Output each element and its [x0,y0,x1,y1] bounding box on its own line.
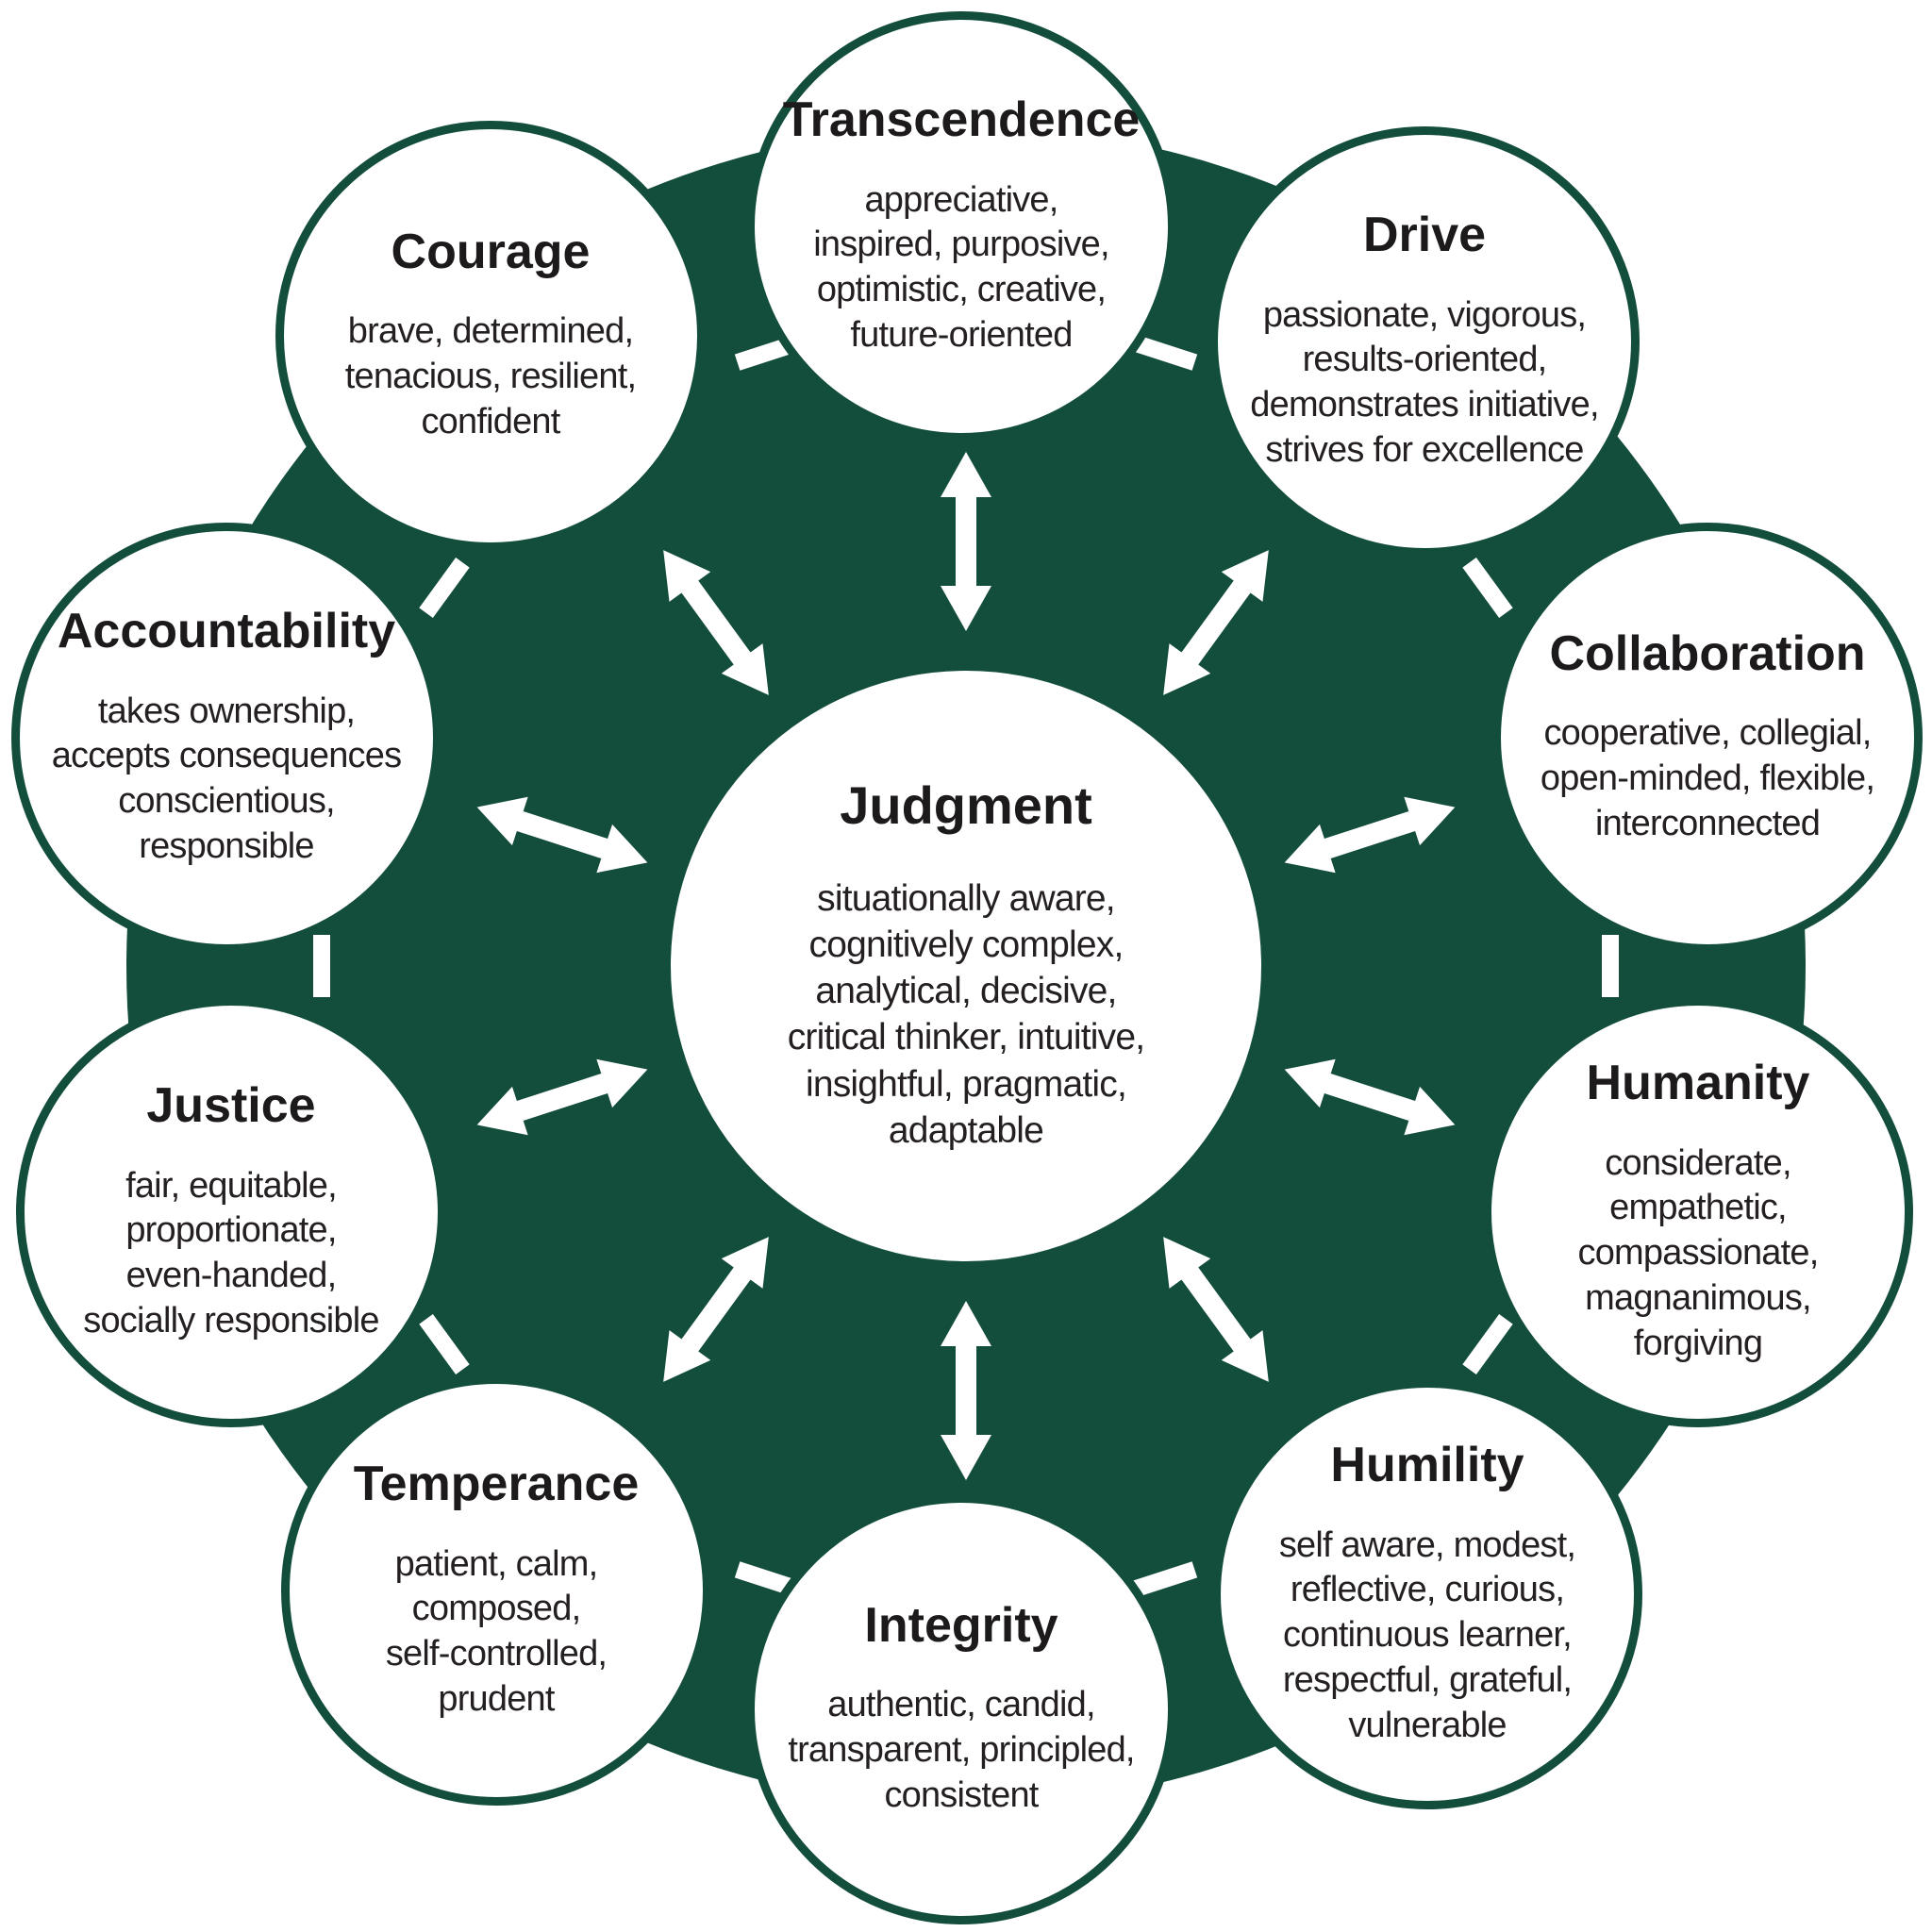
circle-humanity: Humanity considerate, empathetic, compas… [1483,997,1913,1427]
circle-traits: authentic, candid, transparent, principl… [788,1685,1135,1816]
tick-mark [419,558,470,618]
circle-title: Accountability [57,603,396,658]
double-arrow-icon [663,550,769,695]
circle-title: Judgment [840,775,1092,836]
tick-mark [419,1314,470,1374]
circle-title: Collaboration [1549,625,1866,681]
tick-mark [1462,1314,1513,1374]
circle-title: Humility [1330,1438,1524,1493]
circle-traits: appreciative, inspired, purposive, optim… [813,179,1109,356]
double-arrow-icon [663,1237,769,1382]
double-arrow-icon [941,1301,991,1480]
tick-mark [313,935,330,997]
circle-traits: passionate, vigorous, results-oriented, … [1250,294,1599,471]
circle-drive: Drive passionate, vigorous, results-orie… [1209,126,1640,557]
circle-traits: fair, equitable, proportionate, even-han… [83,1165,379,1341]
circle-traits: takes ownership, accepts consequences co… [51,691,402,867]
double-arrow-icon [1163,1237,1269,1382]
circle-title: Courage [391,224,591,279]
double-arrow-icon [941,452,991,631]
circle-courage: Courage brave, determined, tenacious, re… [275,121,706,551]
arrows [476,452,1456,1480]
circle-title: Drive [1362,207,1487,262]
circle-traits: considerate, empathetic, compassionate, … [1577,1142,1820,1364]
circle-traits: situationally aware, cognitively complex… [787,878,1145,1151]
circle-transcendence: Transcendence appreciative, inspired, pu… [746,11,1176,441]
circle-temperance: Temperance patient, calm, composed, self… [281,1375,711,1806]
circle-integrity: Integrity authentic, candid, transparent… [746,1494,1176,1924]
circle-title: Humanity [1586,1056,1810,1111]
double-arrow-icon [1284,796,1456,874]
circle-title: Justice [146,1077,316,1133]
tick-mark [1462,558,1513,618]
circle-title: Integrity [864,1597,1058,1653]
double-arrow-icon [1284,1058,1456,1136]
circle-collaboration: Collaboration cooperative, collegial, op… [1492,523,1923,953]
double-arrow-icon [1163,550,1269,695]
double-arrow-icon [476,1058,648,1136]
circle-accountability: Accountability takes ownership, accepts … [11,523,441,953]
circle-traits: self aware, modest, reflective, curious,… [1278,1524,1576,1746]
circle-traits: brave, determined, tenacious, resilient,… [344,311,637,442]
circle-title: Transcendence [782,92,1141,147]
circle-title: Temperance [353,1456,640,1511]
circle-traits: cooperative, collegial, open-minded, fle… [1540,713,1875,844]
tick-mark [1132,335,1198,371]
tick-mark [1602,935,1619,997]
circle-judgment: Judgment situationally aware, cognitivel… [662,662,1270,1270]
tick-mark [1132,1561,1198,1597]
circle-traits: patient, calm, composed, self-controlled… [385,1543,608,1720]
circle-humility: Humility self aware, modest, reflective,… [1212,1379,1642,1809]
double-arrow-icon [476,796,648,874]
circle-justice: Justice fair, equitable, proportionate, … [16,997,446,1427]
